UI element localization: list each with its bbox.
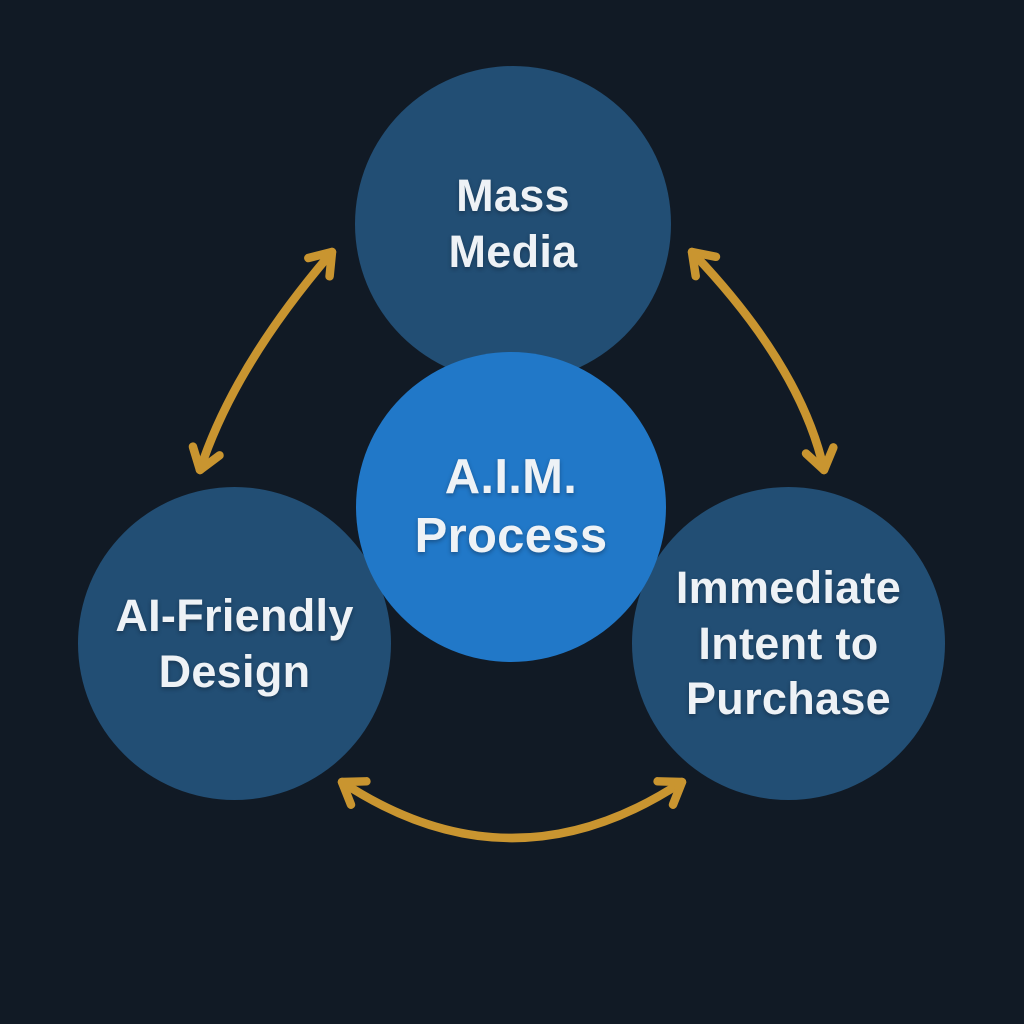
- node-aim-process: A.I.M. Process: [356, 352, 666, 662]
- node-aim-process-label: A.I.M. Process: [414, 450, 608, 563]
- node-mass-media: Mass Media: [355, 66, 671, 382]
- arrow-design-purchase: [337, 777, 687, 843]
- node-ai-friendly-design: AI-Friendly Design: [78, 487, 391, 800]
- arrow-design-media: [188, 247, 337, 475]
- arrow-media-purchase: [687, 247, 838, 475]
- node-mass-media-label: Mass Media: [448, 170, 578, 277]
- node-immediate-intent-to-purchase-label: Immediate Intent to Purchase: [675, 561, 902, 725]
- node-immediate-intent-to-purchase: Immediate Intent to Purchase: [632, 487, 945, 800]
- node-ai-friendly-design-label: AI-Friendly Design: [115, 589, 354, 697]
